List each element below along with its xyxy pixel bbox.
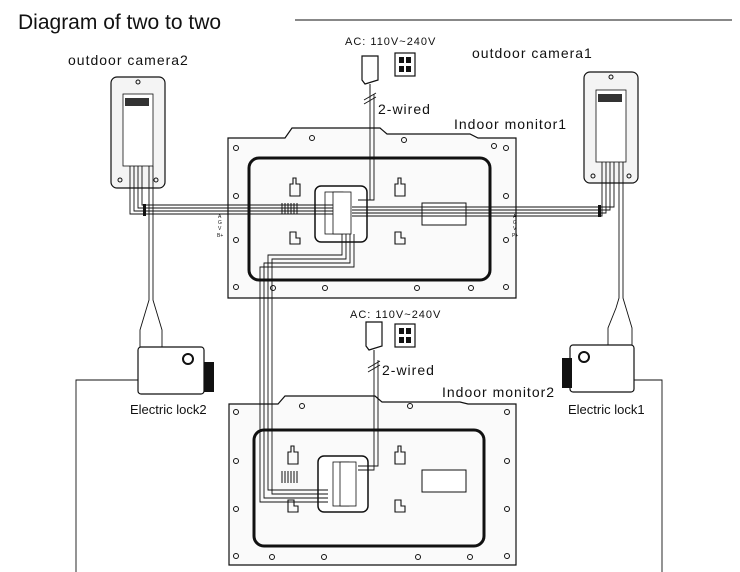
svg-text:V: V bbox=[513, 226, 517, 232]
electric-lock-1-label: Electric lock1 bbox=[568, 402, 645, 417]
wire-label-top: 2-wired bbox=[378, 101, 431, 117]
indoor-monitor-2-label: Indoor monitor2 bbox=[442, 384, 555, 400]
svg-text:V: V bbox=[218, 226, 222, 232]
svg-text:B+: B+ bbox=[217, 233, 223, 239]
electric-lock-1 bbox=[562, 344, 635, 393]
svg-text:G: G bbox=[513, 220, 517, 226]
indoor-monitor-2 bbox=[228, 395, 517, 566]
svg-text:G: G bbox=[218, 220, 222, 226]
outdoor-camera-2 bbox=[110, 76, 166, 189]
power-label-top: AC: 110V~240V bbox=[345, 36, 436, 48]
wire-bus-ticks bbox=[143, 204, 601, 217]
svg-text:P+: P+ bbox=[512, 233, 518, 239]
wire-label-bottom: 2-wired bbox=[382, 362, 435, 378]
wiring bbox=[75, 92, 663, 572]
pin-labels-right: A G V P+ bbox=[512, 214, 518, 239]
outdoor-camera-1-label: outdoor camera1 bbox=[472, 45, 593, 61]
svg-text:A: A bbox=[513, 214, 517, 220]
power-label-bottom: AC: 110V~240V bbox=[350, 309, 441, 321]
power-adapter-top bbox=[361, 52, 416, 94]
indoor-monitor-1-label: Indoor monitor1 bbox=[454, 116, 567, 132]
outdoor-camera-1 bbox=[583, 71, 639, 184]
power-adapter-bottom bbox=[365, 321, 416, 360]
outdoor-camera-2-label: outdoor camera2 bbox=[68, 52, 189, 68]
diagram-title: Diagram of two to two bbox=[18, 11, 221, 34]
electric-lock-2 bbox=[137, 346, 214, 395]
svg-text:A: A bbox=[218, 214, 222, 220]
pin-labels-left: A G V B+ bbox=[217, 214, 223, 239]
electric-lock-2-label: Electric lock2 bbox=[130, 402, 207, 417]
